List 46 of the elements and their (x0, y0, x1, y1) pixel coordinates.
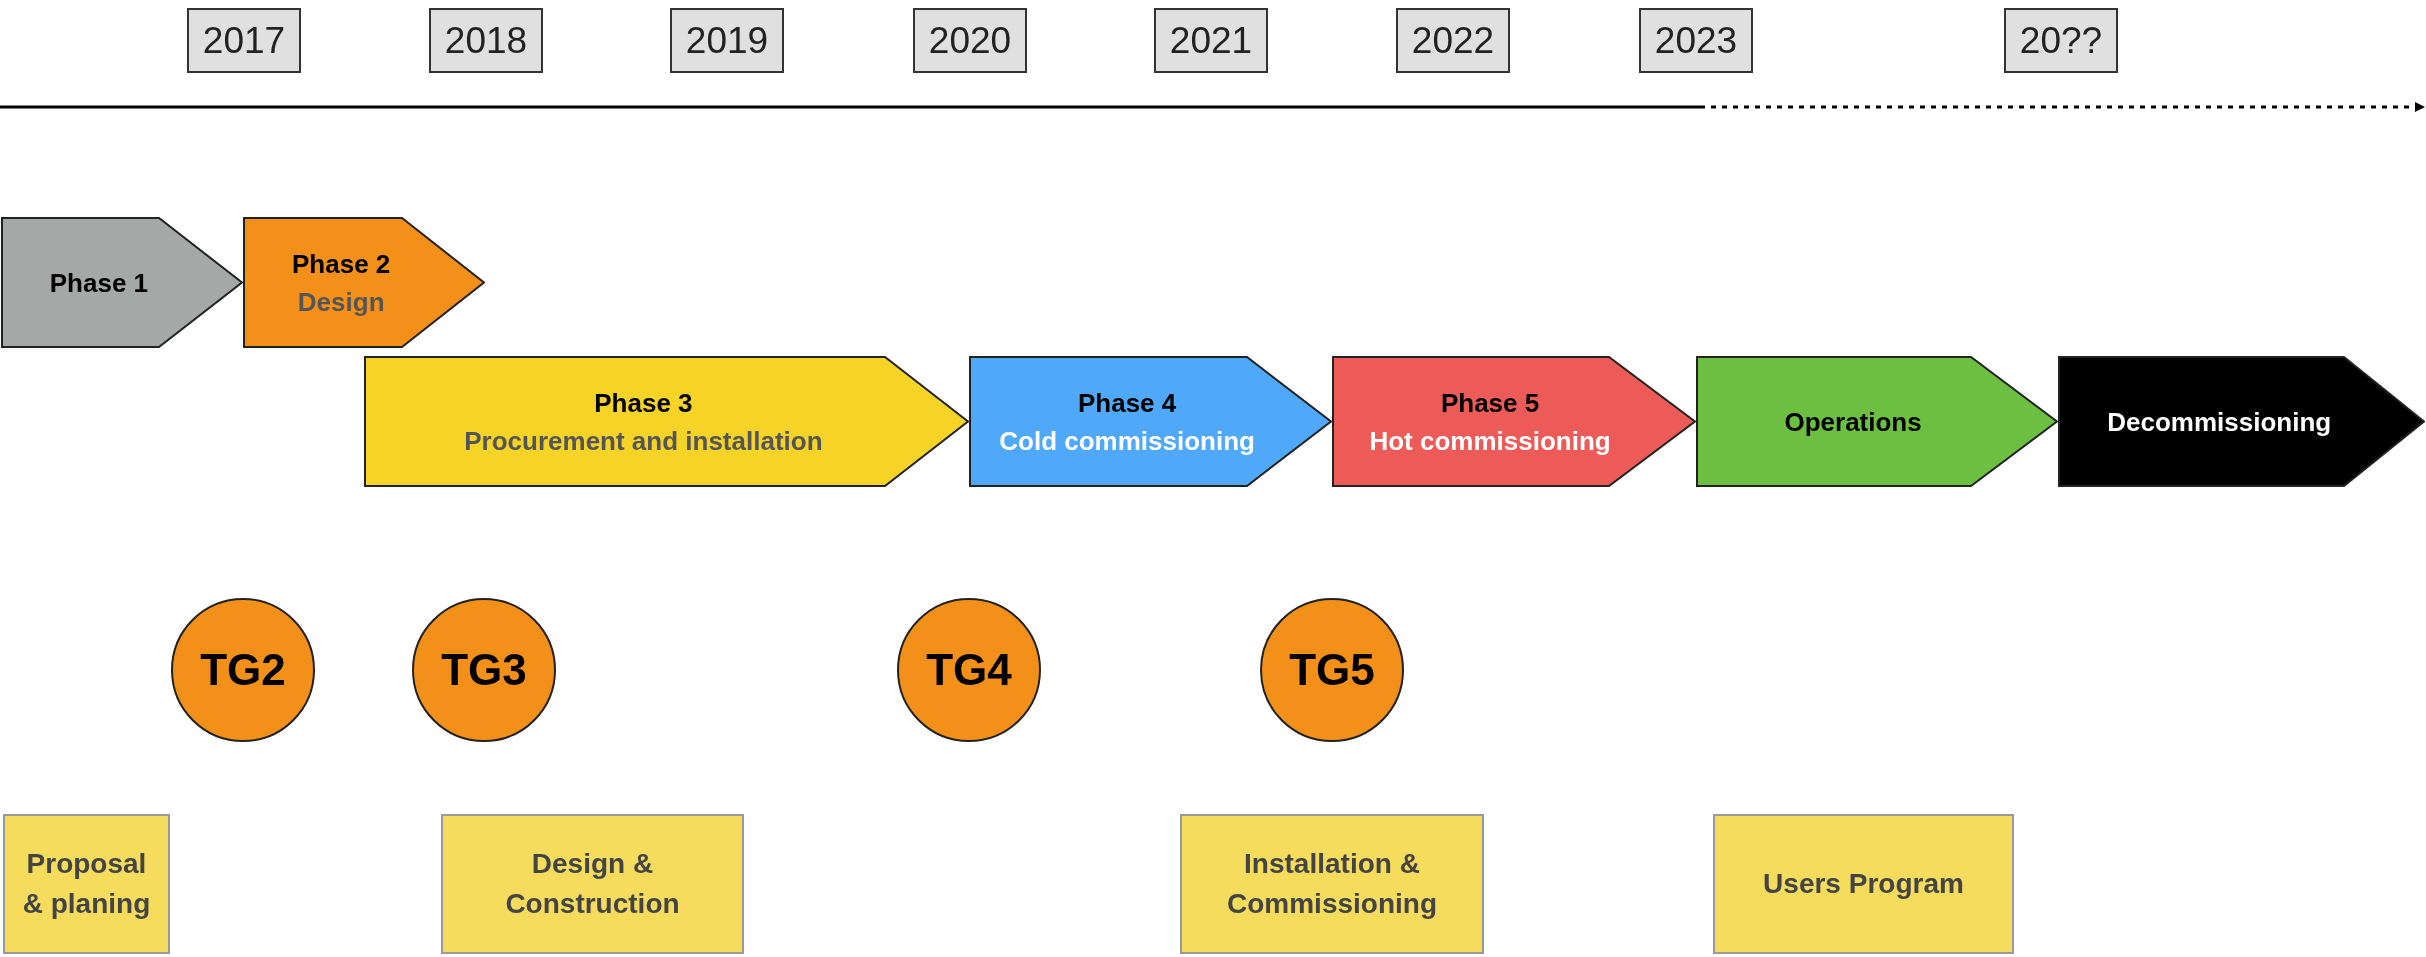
stage-box (1713, 814, 2014, 954)
phase-pentagon (1, 217, 243, 348)
year-label: 2019 (685, 18, 769, 63)
phase-pentagon (1332, 356, 1696, 487)
year-label: 2018 (444, 18, 528, 63)
phase-pentagon (969, 356, 1332, 487)
gate-label: TG4 (926, 644, 1012, 696)
year-label: 2023 (1654, 18, 1738, 63)
phase-pentagon (243, 217, 485, 348)
gate-label: TG3 (441, 644, 527, 696)
phase-subtitle: Hot commissioning (1369, 424, 1611, 458)
year-box (1396, 8, 1510, 73)
stage-box (441, 814, 744, 954)
stage-box (3, 814, 170, 954)
phase-title: Operations (1784, 405, 1922, 439)
year-box (429, 8, 543, 73)
year-box (670, 8, 784, 73)
phase-subtitle: Design (297, 285, 385, 319)
phase-pentagon (2058, 356, 2425, 487)
stage-label: Design & Construction (504, 847, 681, 921)
phase-title: Phase 3 (594, 386, 693, 420)
phase-pentagon (364, 356, 969, 487)
year-box (187, 8, 301, 73)
phase-title: Phase 1 (49, 266, 149, 300)
year-label: 2020 (928, 18, 1012, 63)
stage-label: Users Program (1763, 867, 1964, 901)
year-box (913, 8, 1027, 73)
year-box (2004, 8, 2118, 73)
phase-title: Phase 5 (1440, 386, 1540, 420)
year-box (1639, 8, 1753, 73)
phase-title: Phase 2 (292, 247, 391, 281)
phase-subtitle: Procurement and installation (464, 424, 823, 458)
gate-label: TG5 (1289, 644, 1375, 696)
phase-title: Decommissioning (2107, 405, 2332, 439)
stage-label: Installation & Commissioning (1226, 847, 1438, 921)
year-label: 20?? (2019, 18, 2103, 63)
year-label: 2021 (1169, 18, 1253, 63)
phase-pentagon (1696, 356, 2058, 487)
phase-subtitle: Cold commissioning (999, 424, 1255, 458)
year-box (1154, 8, 1268, 73)
year-label: 2022 (1411, 18, 1495, 63)
stage-label: Proposal & planing (21, 847, 152, 921)
stage-box (1180, 814, 1484, 954)
year-label: 2017 (202, 18, 286, 63)
phase-title: Phase 4 (1077, 386, 1177, 420)
gate-label: TG2 (200, 644, 286, 696)
